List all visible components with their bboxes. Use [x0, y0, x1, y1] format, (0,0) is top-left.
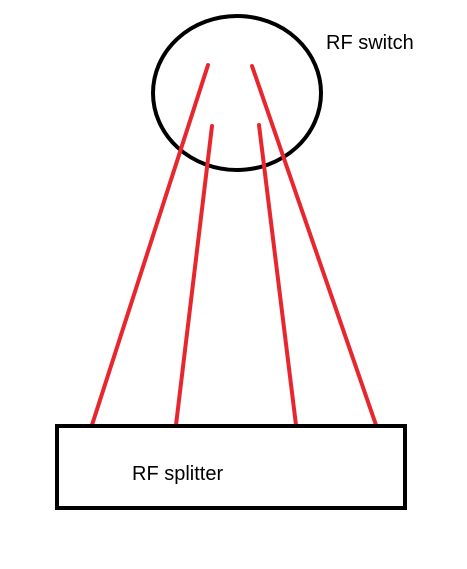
connection-line-3: [257, 123, 298, 427]
rf-switch-label: RF switch: [326, 32, 414, 54]
connection-line-4: [250, 64, 378, 427]
rf-switch-node: [151, 14, 323, 172]
connection-line-2: [174, 124, 214, 427]
connection-line-1: [90, 63, 210, 427]
rf-splitter-node: [55, 424, 407, 510]
rf-splitter-label: RF splitter: [132, 463, 223, 485]
